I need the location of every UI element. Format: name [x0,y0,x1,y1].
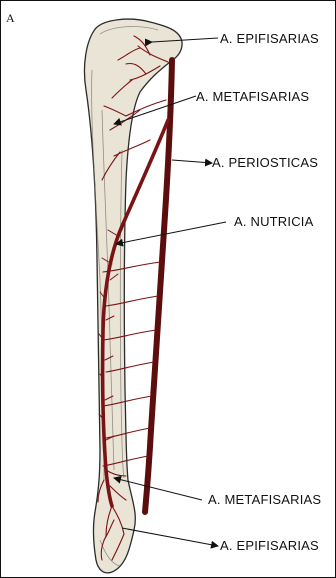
label-periosticas: A. PERIOSTICAS [212,155,318,170]
label-epifisarias-lower: A. EPIFISARIAS [220,538,319,553]
label-metafisarias-lower: A. METAFISARIAS [208,492,321,507]
label-epifisarias-upper: A. EPIFISARIAS [220,31,319,46]
panel-letter: A [6,11,15,25]
label-metafisarias-upper: A. METAFISARIAS [196,89,309,104]
label-nutricia: A. NUTRICIA [234,214,314,229]
